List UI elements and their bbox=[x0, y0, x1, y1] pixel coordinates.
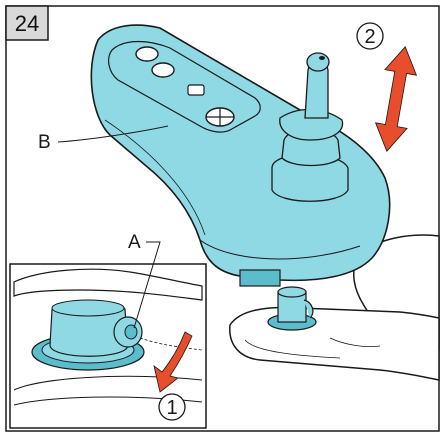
step-one-number: 1 bbox=[166, 397, 177, 419]
callout-a: A bbox=[128, 232, 161, 329]
step-two-number: 2 bbox=[364, 26, 375, 48]
button-dpad-icon bbox=[205, 107, 235, 127]
figure-number-badge: 24 bbox=[5, 5, 49, 41]
step-two-marker: 2 bbox=[356, 22, 384, 50]
button-one-icon bbox=[135, 46, 159, 62]
joystick bbox=[271, 52, 349, 202]
button-horn-icon bbox=[187, 84, 205, 96]
figure-number: 24 bbox=[15, 11, 39, 36]
mount-post bbox=[267, 286, 317, 331]
button-two-icon bbox=[151, 62, 175, 78]
step-two-arrow-icon bbox=[374, 46, 418, 152]
step-one-marker: 1 bbox=[158, 393, 186, 421]
control-buttons bbox=[135, 46, 235, 127]
step-one-arrow-icon bbox=[153, 331, 193, 393]
callout-b: B bbox=[38, 125, 169, 153]
callout-a-label: A bbox=[128, 232, 141, 253]
callout-b-label: B bbox=[38, 132, 51, 153]
